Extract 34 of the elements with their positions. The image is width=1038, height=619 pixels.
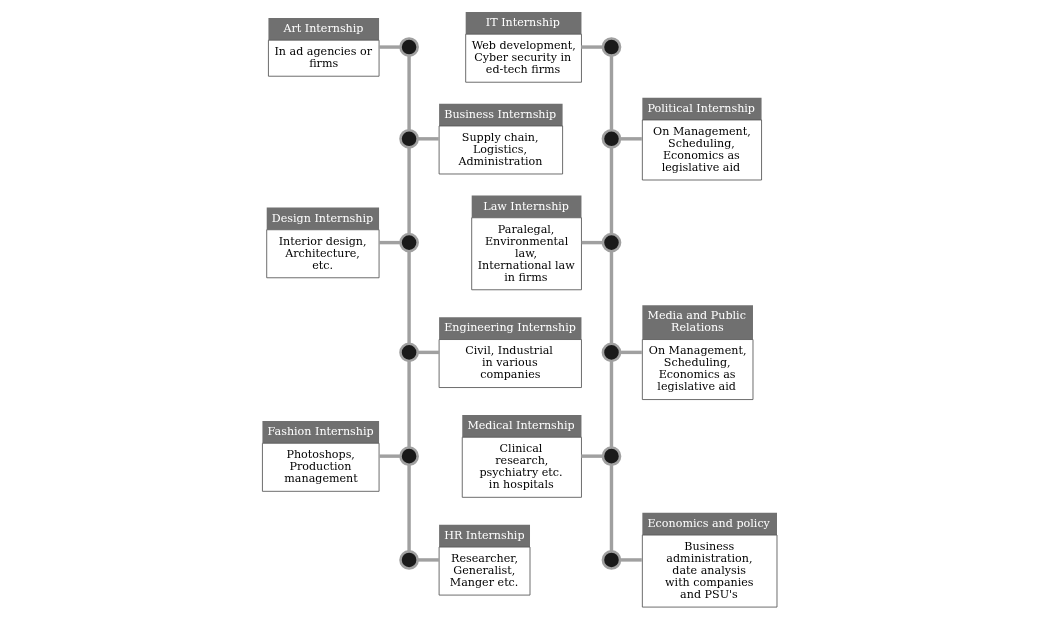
node-circle — [398, 550, 419, 570]
connector — [417, 137, 439, 141]
node-circle — [398, 37, 419, 57]
connector — [378, 240, 400, 245]
connector — [609, 465, 613, 552]
connector — [378, 454, 400, 458]
node-circle — [601, 446, 621, 466]
connector — [406, 147, 411, 234]
node-circle — [398, 232, 419, 253]
connector — [609, 55, 613, 131]
node-circle — [601, 342, 621, 363]
connector — [619, 137, 642, 141]
node-circle — [601, 232, 621, 253]
connector — [619, 558, 642, 562]
connector — [406, 251, 411, 344]
connector — [609, 147, 613, 234]
connector — [619, 350, 642, 355]
node-circle — [601, 550, 621, 570]
node-circle — [398, 128, 419, 149]
connector — [417, 350, 439, 355]
node-circle — [398, 446, 419, 466]
connector — [406, 465, 411, 552]
node-circle — [601, 37, 621, 57]
connector — [406, 55, 411, 131]
connector — [580, 45, 603, 49]
node-circle — [601, 128, 621, 149]
connector — [609, 251, 613, 344]
connector — [580, 454, 603, 458]
connector — [581, 240, 603, 245]
connector — [417, 558, 439, 562]
node-circle — [398, 342, 419, 363]
connector — [609, 361, 613, 448]
connector — [406, 361, 411, 448]
connector — [378, 45, 400, 49]
